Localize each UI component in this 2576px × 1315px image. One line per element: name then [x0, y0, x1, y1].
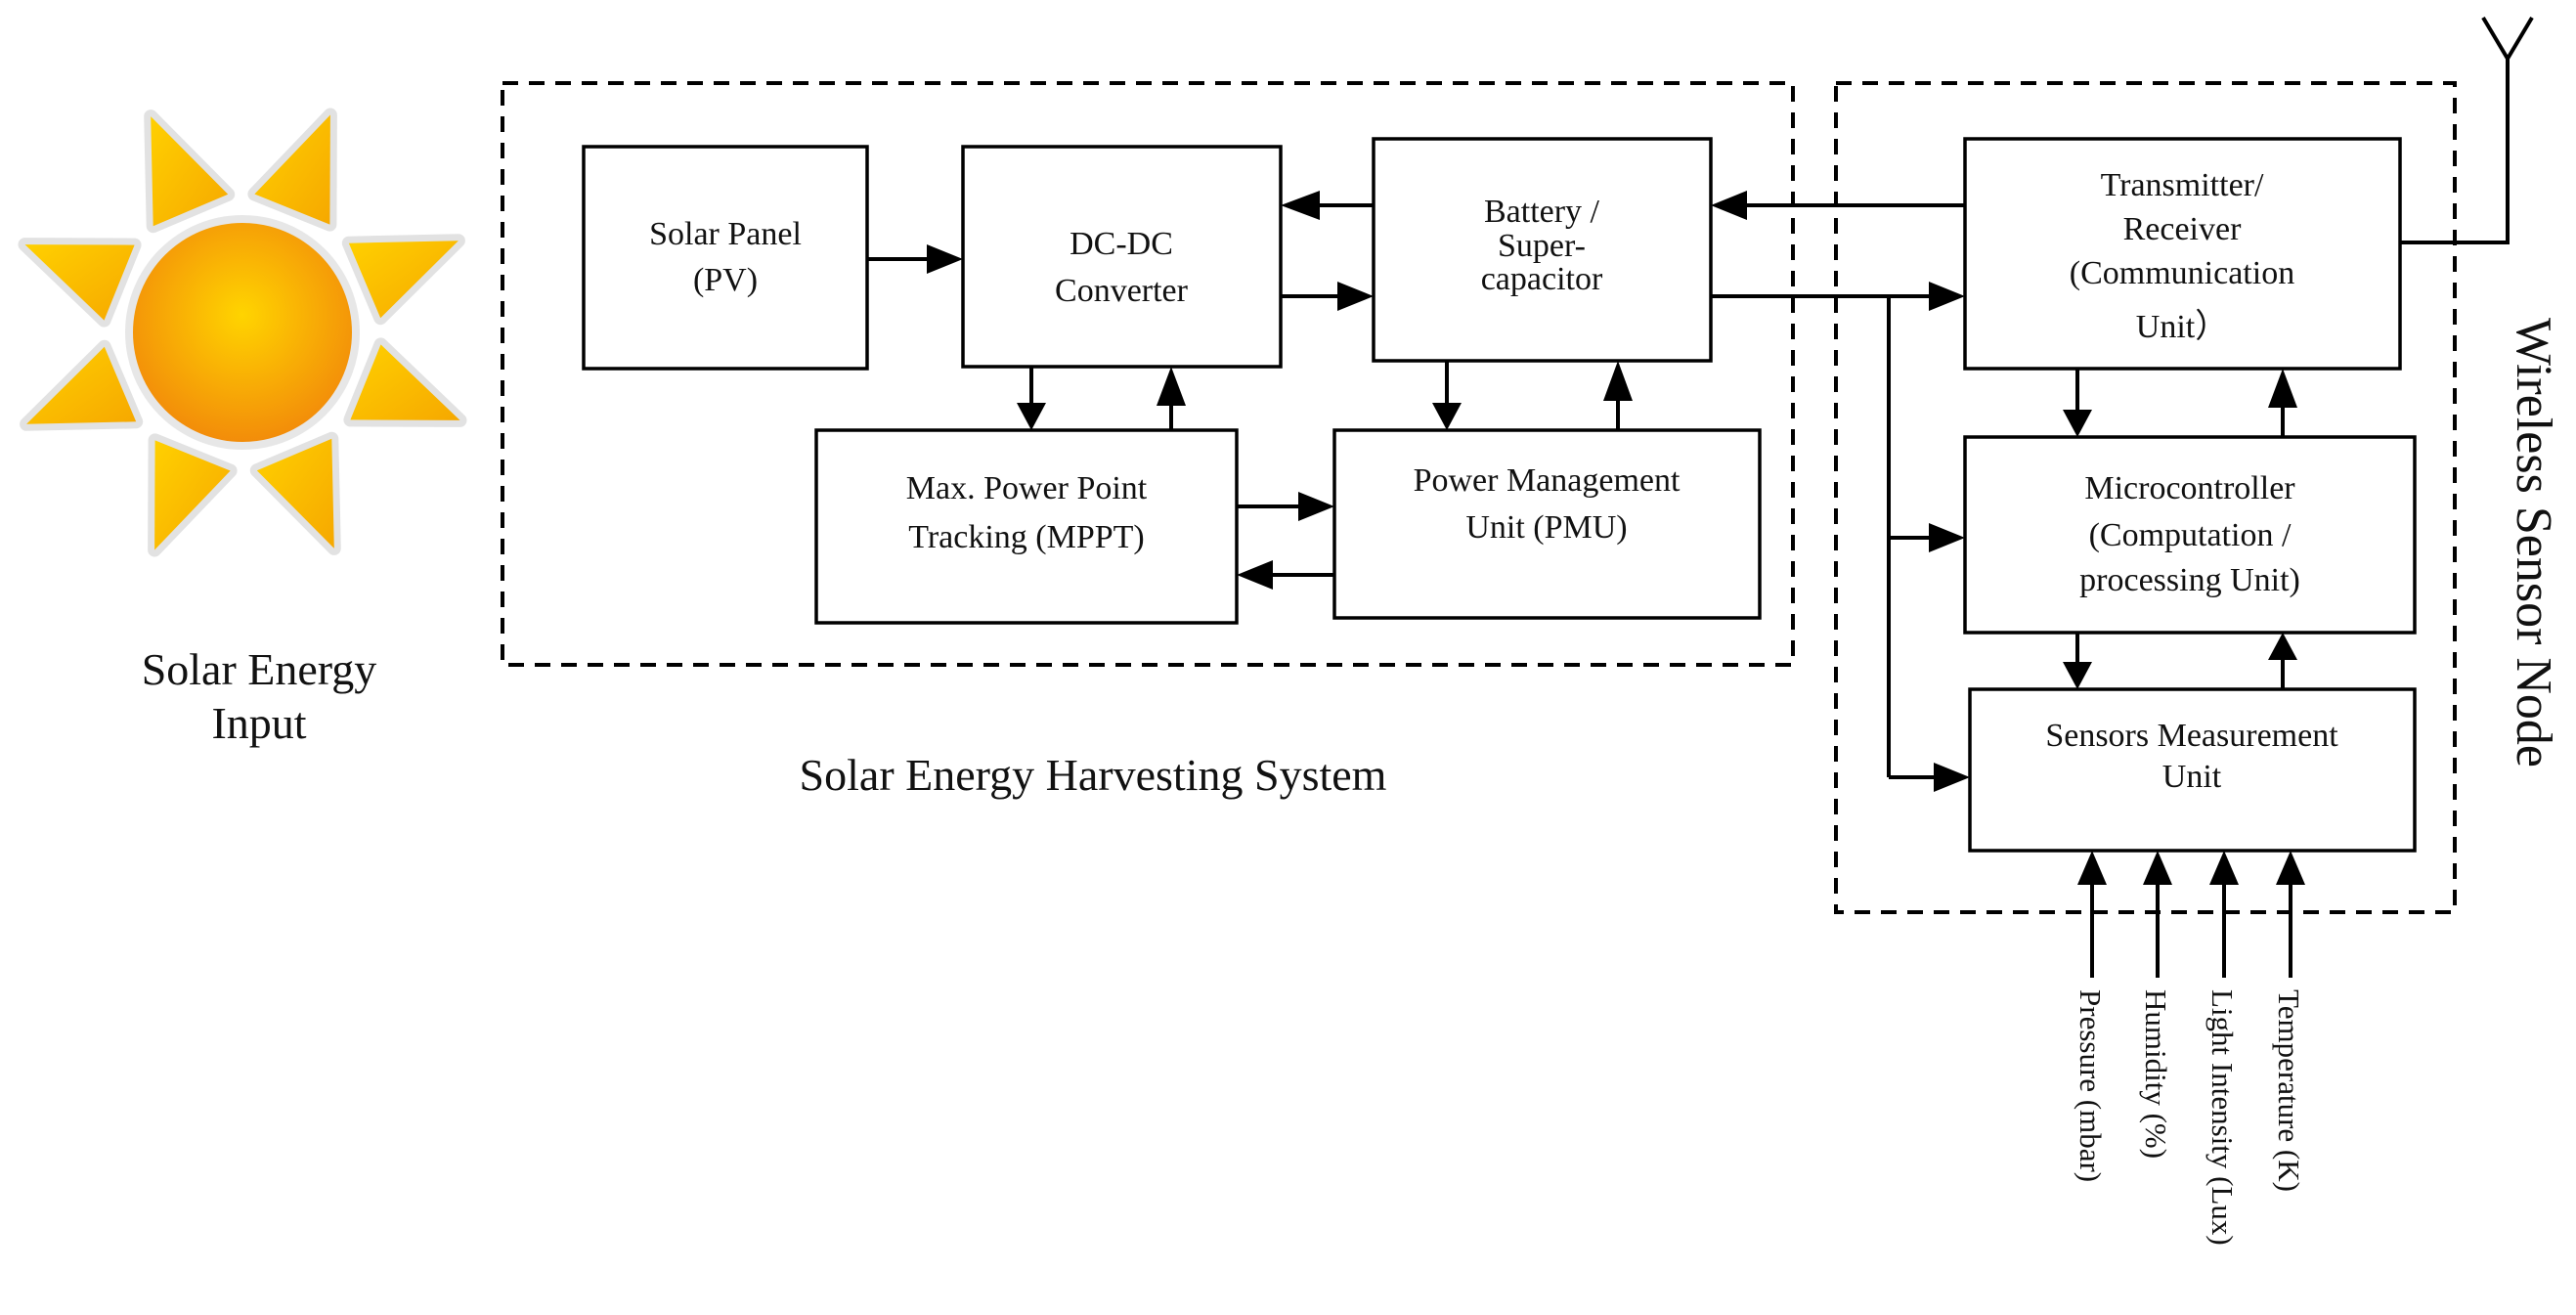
- svg-text:(PV): (PV): [693, 262, 758, 298]
- antenna-icon: [2481, 16, 2534, 61]
- sensor-input-pressure: Pressure (mbar): [2074, 989, 2108, 1182]
- svg-text:Battery /: Battery /: [1484, 194, 1600, 230]
- solar-panel-block: Solar Panel (PV): [582, 145, 869, 371]
- svg-text:Unit: Unit: [2162, 759, 2222, 795]
- sun-icon: [18, 108, 467, 557]
- harvesting-system-frame: [501, 81, 1795, 667]
- mppt-block: Max. Power Point Tracking (MPPT): [814, 428, 1239, 625]
- svg-text:Super-: Super-: [1498, 228, 1586, 264]
- sun-ray: [348, 241, 458, 319]
- microcontroller-block: Microcontroller (Computation / processin…: [1963, 435, 2417, 635]
- sun-ray: [24, 244, 135, 321]
- arrow-heads: [927, 191, 2305, 885]
- sun-label-line1: Solar Energy: [142, 644, 377, 694]
- svg-text:Sensors Measurement: Sensors Measurement: [2045, 718, 2338, 754]
- svg-text:Max. Power Point: Max. Power Point: [906, 470, 1148, 506]
- svg-text:DC-DC: DC-DC: [1070, 226, 1173, 262]
- svg-text:Receiver: Receiver: [2123, 211, 2242, 247]
- svg-text:processing Unit): processing Unit): [2079, 562, 2300, 598]
- sun-ray: [256, 438, 334, 548]
- sensor-node-title: Wireless Sensor Node: [2506, 318, 2561, 767]
- sun-ray: [26, 346, 137, 424]
- svg-text:Transmitter/: Transmitter/: [2101, 167, 2264, 203]
- transmitter-receiver-block: Transmitter/ Receiver (Communication Uni…: [1963, 137, 2402, 371]
- sun-ray: [350, 344, 460, 420]
- sensor-node-frame: [1834, 81, 2457, 914]
- sensors-measurement-unit-block: Sensors Measurement Unit: [1968, 687, 2417, 853]
- sun-label-line2: Input: [211, 698, 306, 748]
- harvesting-system-title: Solar Energy Harvesting System: [800, 750, 1387, 800]
- svg-text:Unit (PMU): Unit (PMU): [1465, 509, 1627, 546]
- svg-text:(Communication: (Communication: [2070, 255, 2294, 291]
- sun-ray: [154, 440, 231, 550]
- sensor-input-light-intensity: Light Intensity (Lux): [2205, 989, 2240, 1246]
- sun-ray: [151, 116, 229, 227]
- connection-lines: [867, 59, 2510, 978]
- svg-text:Unit）: Unit）: [2136, 308, 2228, 345]
- svg-text:(Computation /: (Computation /: [2089, 517, 2292, 553]
- svg-text:Power Management: Power Management: [1414, 462, 1681, 499]
- svg-text:Converter: Converter: [1055, 273, 1189, 309]
- svg-text:Tracking (MPPT): Tracking (MPPT): [908, 519, 1145, 555]
- sensor-input-humidity: Humidity (%): [2139, 989, 2173, 1159]
- battery-supercapacitor-block: Battery / Super- capacitor: [1372, 137, 1713, 363]
- svg-text:Solar Panel: Solar Panel: [649, 216, 802, 252]
- svg-text:capacitor: capacitor: [1481, 261, 1603, 297]
- sensor-input-temperature: Temperature (K): [2272, 989, 2306, 1192]
- svg-text:Microcontroller: Microcontroller: [2084, 470, 2295, 506]
- power-management-unit-block: Power Management Unit (PMU): [1332, 428, 1762, 620]
- dc-dc-converter-block: DC-DC Converter: [961, 145, 1283, 369]
- sun-ray: [254, 114, 330, 225]
